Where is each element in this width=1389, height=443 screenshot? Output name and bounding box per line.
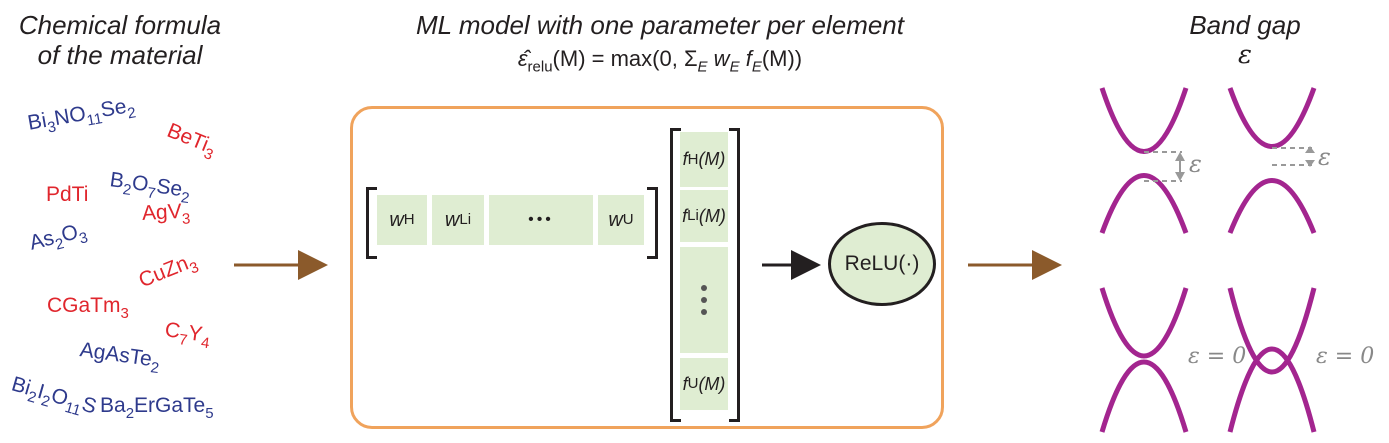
ellipsis-dot bbox=[701, 309, 707, 315]
feature-bracket-left bbox=[670, 128, 681, 422]
conduction-band bbox=[1099, 87, 1189, 154]
model-heading: ML model with one parameter per element bbox=[416, 10, 904, 40]
gap-label-2: ε bbox=[1318, 143, 1331, 171]
feature-symbol: f bbox=[682, 373, 688, 394]
weight-bracket-left bbox=[366, 187, 377, 259]
eq-lhs-sub: relu bbox=[527, 58, 553, 76]
feature-arg: (M) bbox=[698, 205, 726, 226]
valence-band bbox=[1227, 178, 1317, 234]
formula-item: PdTi bbox=[46, 183, 89, 206]
eq-feature: f bbox=[739, 46, 752, 71]
model-box bbox=[350, 106, 944, 429]
weight-cell-ellipsis: ••• bbox=[489, 195, 593, 245]
eq-lhs-symbol: ε̂ bbox=[517, 46, 528, 71]
valence-band bbox=[1099, 359, 1189, 433]
eq-tail: (M)) bbox=[761, 46, 803, 71]
relu-node: ReLU(·) bbox=[828, 222, 936, 306]
ellipsis-dot bbox=[701, 285, 707, 291]
conduction-band bbox=[1227, 287, 1317, 375]
feature-arg: (M) bbox=[698, 373, 726, 394]
conduction-band bbox=[1227, 87, 1317, 149]
gap-arrow-down bbox=[1175, 172, 1185, 181]
weight-symbol: w bbox=[608, 208, 623, 231]
feature-symbol: f bbox=[682, 149, 688, 169]
input-heading-line1: Chemical formula bbox=[18, 10, 222, 40]
band-diagram-zero-touch bbox=[1099, 287, 1189, 433]
feature-cell-ellipsis bbox=[680, 247, 728, 353]
zero-label-2: ε = 0 bbox=[1316, 344, 1375, 369]
gap-arrow-up bbox=[1175, 152, 1185, 161]
output-heading: Band gap ε bbox=[1150, 10, 1340, 70]
input-heading-line2: of the material bbox=[37, 40, 203, 70]
formula-item: Ba2ErGaTe5 bbox=[100, 394, 214, 422]
weight-bracket-right bbox=[647, 187, 658, 259]
feature-arg: (M) bbox=[698, 149, 726, 169]
eq-weight-sub: E bbox=[729, 58, 740, 76]
equation: ε̂relu(M) = max(0, ΣE wE fE(M)) bbox=[450, 44, 870, 82]
eq-feature-sub: E bbox=[751, 58, 762, 76]
weight-symbol: w bbox=[389, 208, 404, 231]
eq-sum-sub: E bbox=[697, 58, 708, 76]
valence-band bbox=[1099, 173, 1189, 234]
weight-symbol: w bbox=[444, 208, 460, 231]
input-heading: Chemical formula of the material bbox=[0, 10, 240, 70]
eq-weight: w bbox=[707, 46, 730, 71]
gap-arrow-up bbox=[1305, 146, 1315, 153]
eq-lhs-arg: (M) = max(0, Σ bbox=[552, 46, 698, 71]
conduction-band bbox=[1099, 287, 1189, 359]
formula-item: CGaTm3 bbox=[47, 294, 129, 322]
gap-label-1: ε bbox=[1189, 150, 1202, 178]
band-diagram-zero-overlap bbox=[1227, 287, 1317, 433]
feature-bracket-right bbox=[729, 128, 740, 422]
valence-band bbox=[1227, 346, 1317, 433]
band-diagram-gap-small bbox=[1227, 87, 1317, 234]
feature-symbol: f bbox=[682, 205, 688, 226]
band-diagram-gap-large bbox=[1099, 87, 1189, 234]
output-heading-symbol: ε bbox=[1238, 40, 1252, 70]
output-heading-line1: Band gap bbox=[1189, 10, 1301, 40]
gap-arrow-down bbox=[1305, 160, 1315, 167]
ellipsis-dot bbox=[701, 297, 707, 303]
zero-label-1: ε = 0 bbox=[1188, 344, 1247, 369]
